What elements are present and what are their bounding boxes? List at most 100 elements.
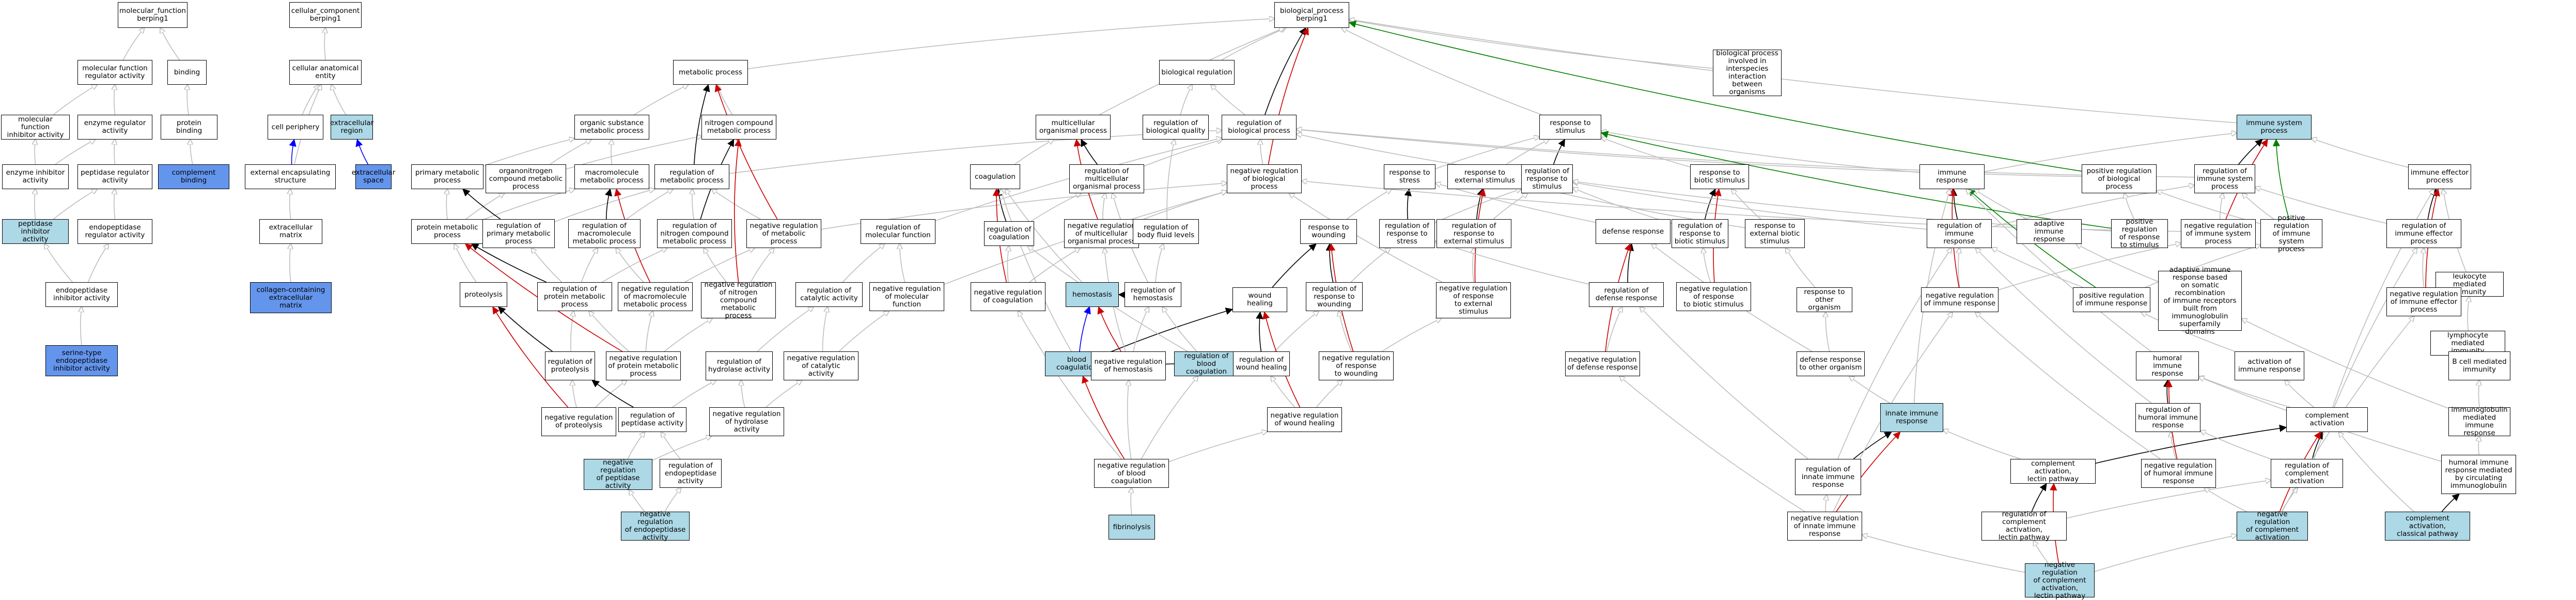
node-collagen[interactable]: collagen-containing extracellular matrix (250, 282, 332, 313)
node-mf-inh[interactable]: molecular function inhibitor activity (1, 115, 70, 140)
node-reg-fluid[interactable]: regulation of body fluid levels (1133, 219, 1199, 244)
node-neg-resp-wound[interactable]: negative regulation of response to wound… (1319, 351, 1394, 380)
node-interspecies[interactable]: biological process involved in interspec… (1713, 50, 1782, 96)
node-neg-innate[interactable]: negative regulation of innate immune res… (1787, 512, 1862, 541)
node-reg-hemo[interactable]: regulation of hemostasis (1125, 282, 1181, 307)
node-reg-pep[interactable]: regulation of peptidase activity (618, 407, 686, 432)
node-pos-reg-resp[interactable]: positive regulation of response to stimu… (2111, 219, 2168, 248)
node-neg-pep[interactable]: negative regulation of peptidase activit… (584, 459, 652, 490)
node-pos-reg-imm-sys[interactable]: positive regulation of immune system pro… (2260, 219, 2322, 248)
node-humoral[interactable]: humoral immune response (2136, 351, 2199, 380)
node-periph[interactable]: cell periphery (268, 115, 323, 140)
node-proteolysis[interactable]: proteolysis (460, 282, 507, 307)
node-neg-hemo[interactable]: negative regulation of hemostasis (1091, 351, 1166, 380)
node-resp-wound[interactable]: response to wounding (1300, 219, 1357, 244)
node-ecspace[interactable]: extracellular space (355, 164, 392, 189)
node-imm-sys[interactable]: immune system process (2237, 115, 2312, 140)
node-reg-multi[interactable]: regulation of multicellular organismal p… (1069, 164, 1144, 193)
node-neg-coag[interactable]: negative regulation of coagulation (971, 282, 1045, 311)
node-pos-imm-resp[interactable]: positive regulation of immune response (2073, 287, 2150, 312)
node-wound[interactable]: wound healing (1232, 287, 1287, 312)
node-reg-wound[interactable]: regulation of wound healing (1233, 351, 1290, 376)
node-reg-resp-biotic[interactable]: regulation of response to biotic stimulu… (1672, 219, 1728, 248)
node-mf-root[interactable]: molecular_function berping1 (118, 2, 188, 28)
node-reg-coag[interactable]: regulation of coagulation (984, 221, 1034, 246)
node-reg-compl[interactable]: regulation of complement activation (2271, 459, 2343, 488)
node-neg-resp-ext[interactable]: negative regulation of response to exter… (1436, 282, 1511, 318)
node-reg-lectin[interactable]: regulation of complement activation, lec… (1981, 512, 2067, 541)
node-reg-imm-eff[interactable]: regulation of immune effector process (2386, 219, 2461, 248)
node-neg-metab[interactable]: negative regulation of metabolic process (746, 219, 821, 248)
node-resp-ext[interactable]: response to external stimulus (1447, 164, 1522, 189)
node-reg-endo[interactable]: regulation of endopeptidase activity (660, 459, 722, 488)
node-neg-wound[interactable]: negative regulation of wound healing (1267, 407, 1342, 432)
node-reg-innate[interactable]: regulation of innate immune response (1795, 459, 1861, 495)
node-serpin[interactable]: serine-type endopeptidase inhibitor acti… (45, 345, 118, 376)
node-resp-stim[interactable]: response to stimulus (1539, 115, 1601, 140)
node-reg-macro[interactable]: regulation of macromolecule metabolic pr… (568, 219, 641, 248)
node-prot-bind[interactable]: protein binding (161, 115, 217, 140)
node-ecm[interactable]: extracellular matrix (259, 219, 322, 244)
node-reg-hydrolase[interactable]: regulation of hydrolase activity (706, 351, 773, 380)
node-imm-eff[interactable]: immune effector process (2408, 164, 2471, 189)
node-enz-reg[interactable]: enzyme regulator activity (77, 115, 152, 140)
node-reg-metab[interactable]: regulation of metabolic process (654, 164, 729, 189)
node-neg-hydrolase[interactable]: negative regulation of hydrolase activit… (709, 407, 784, 436)
node-reg-qual[interactable]: regulation of biological quality (1143, 115, 1209, 140)
node-innate[interactable]: innate immune response (1880, 403, 1943, 432)
node-neg-endo[interactable]: negative regulation of endopeptidase act… (621, 512, 690, 541)
node-reg-proteolysis[interactable]: regulation of proteolysis (545, 351, 595, 380)
node-endo-reg[interactable]: endopeptidase regulator activity (77, 219, 152, 244)
node-neg-resp-biotic[interactable]: negative regulation of response to bioti… (1676, 282, 1751, 311)
node-def-other[interactable]: defense response to other organism (1797, 351, 1865, 376)
node-compl-bind[interactable]: complement binding (158, 164, 229, 189)
node-neg-molfun[interactable]: negative regulation of molecular functio… (869, 282, 944, 311)
node-endo-inh[interactable]: endopeptidase inhibitor activity (45, 282, 118, 307)
node-bp-root[interactable]: biological_process berping1 (1274, 2, 1349, 28)
node-mf-reg[interactable]: molecular function regulator activity (77, 60, 152, 85)
node-reg-resp-ext[interactable]: regulation of response to external stimu… (1437, 219, 1511, 248)
node-bioreg[interactable]: biological regulation (1159, 60, 1235, 85)
node-prot-metab[interactable]: protein metabolic process (411, 219, 483, 244)
node-reg-blood-coag[interactable]: regulation of blood coagulation (1174, 351, 1239, 376)
node-cc-root[interactable]: cellular_component berping1 (289, 2, 362, 28)
node-macro[interactable]: macromolecule metabolic process (574, 164, 649, 189)
node-bcell[interactable]: B cell mediated immunity (2448, 351, 2510, 380)
node-pep-inh[interactable]: peptidase inhibitor activity (2, 219, 69, 244)
node-ecreg[interactable]: extracellular region (331, 115, 373, 140)
node-nitrogen[interactable]: nitrogen compound metabolic process (701, 115, 776, 140)
node-resp-biotic[interactable]: response to biotic stimulus (1690, 164, 1749, 189)
node-neg-imm-resp[interactable]: negative regulation of immune response (1921, 287, 1999, 312)
node-multicell[interactable]: multicellular organismal process (1036, 115, 1111, 140)
node-neg-cat[interactable]: negative regulation of catalytic activit… (784, 351, 858, 380)
node-neg-compl[interactable]: negative regulation of complement activa… (2237, 512, 2308, 541)
node-hemostasis[interactable]: hemostasis (1066, 282, 1119, 307)
node-reg-bp[interactable]: regulation of biological process (1222, 115, 1297, 140)
node-activ-imm[interactable]: activation of immune response (2235, 351, 2304, 380)
node-neg-blood-coag[interactable]: negative regulation of blood coagulation (1094, 459, 1169, 488)
node-imm-resp[interactable]: immune response (1919, 164, 1985, 189)
node-reg-resp-stim[interactable]: regulation of response to stimulus (1521, 164, 1573, 193)
node-neg-prot-metab[interactable]: negative regulation of protein metabolic… (606, 351, 681, 380)
node-neg-lectin[interactable]: negative regulation of complement activa… (2025, 563, 2095, 597)
node-neg-reg-bp[interactable]: negative regulation of biological proces… (1227, 164, 1302, 193)
node-reg-imm-resp[interactable]: regulation of immune response (1927, 219, 1992, 248)
node-ig-immunity[interactable]: immunoglobulin mediated immune response (2448, 407, 2510, 436)
node-pep-reg[interactable]: peptidase regulator activity (77, 164, 152, 189)
node-enz-inh[interactable]: enzyme inhibitor activity (2, 164, 69, 189)
node-neg-imm-eff[interactable]: negative regulation of immune effector p… (2386, 287, 2461, 316)
node-coag[interactable]: coagulation (970, 164, 1020, 189)
node-neg-humoral[interactable]: negative regulation of humoral immune re… (2141, 459, 2216, 488)
node-organonit[interactable]: organonitrogen compound metabolic proces… (486, 164, 566, 193)
node-neg-reg-multi[interactable]: negative regulation of multicellular org… (1064, 219, 1139, 248)
node-binding[interactable]: binding (167, 60, 207, 85)
node-fibrinolysis[interactable]: fibrinolysis (1109, 515, 1155, 540)
node-adaptive[interactable]: adaptive immune response (2017, 219, 2082, 244)
node-pos-reg-bp[interactable]: positive regulation of biological proces… (2082, 164, 2157, 193)
node-lectin[interactable]: complement activation, lectin pathway (2010, 459, 2096, 484)
node-metab[interactable]: metabolic process (673, 60, 748, 85)
node-reg-molfun[interactable]: regulation of molecular function (861, 219, 935, 244)
node-resp-ext-biotic[interactable]: response to external biotic stimulus (1745, 219, 1805, 248)
node-reg-humoral[interactable]: regulation of humoral immune response (2135, 403, 2200, 432)
node-neg-nit[interactable]: negative regulation of nitrogen compound… (701, 282, 776, 318)
